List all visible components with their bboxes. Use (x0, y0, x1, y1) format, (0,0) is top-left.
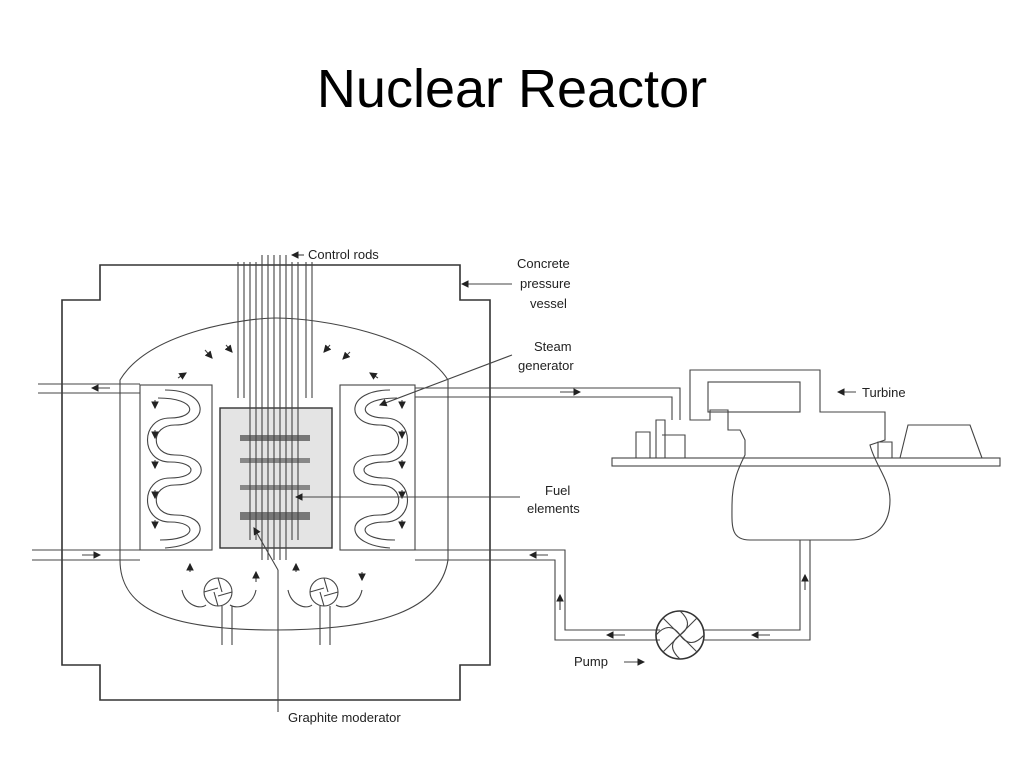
right-steam-generator (339, 384, 416, 551)
concrete-label-line2: pressure (520, 276, 571, 291)
steam-label-line2: generator (518, 358, 574, 373)
label-fuel-elements: Fuel elements (294, 483, 580, 516)
graphite-label: Graphite moderator (288, 710, 401, 725)
fuel-label-line2: elements (527, 501, 580, 516)
pump-label: Pump (574, 654, 608, 669)
fuel-label-line1: Fuel (545, 483, 570, 498)
concrete-pressure-vessel (61, 264, 491, 701)
concrete-label-line3: vessel (530, 296, 567, 311)
control-rods (237, 255, 313, 560)
reactor-core (219, 407, 333, 549)
turbine (611, 369, 1001, 541)
steam-line (415, 387, 681, 420)
fuel-elements-block (240, 435, 310, 520)
turbine-label: Turbine (862, 385, 906, 400)
steam-label-line1: Steam (534, 339, 572, 354)
label-pump: Pump (574, 654, 646, 669)
control-rods-label: Control rods (308, 247, 379, 262)
circulator-right (287, 577, 363, 645)
concrete-label-line1: Concrete (517, 256, 570, 271)
slide-title: Nuclear Reactor (316, 59, 708, 119)
label-turbine: Turbine (836, 385, 906, 400)
return-line (415, 540, 811, 641)
circulator-left (181, 577, 257, 645)
left-pipes (32, 383, 140, 561)
pump (655, 610, 705, 660)
label-graphite-moderator: Graphite moderator (253, 527, 401, 725)
label-control-rods: Control rods (290, 247, 379, 262)
left-steam-generator (139, 384, 213, 551)
label-concrete-vessel: Concrete pressure vessel (460, 256, 571, 311)
label-steam-generator: Steam generator (378, 339, 574, 407)
